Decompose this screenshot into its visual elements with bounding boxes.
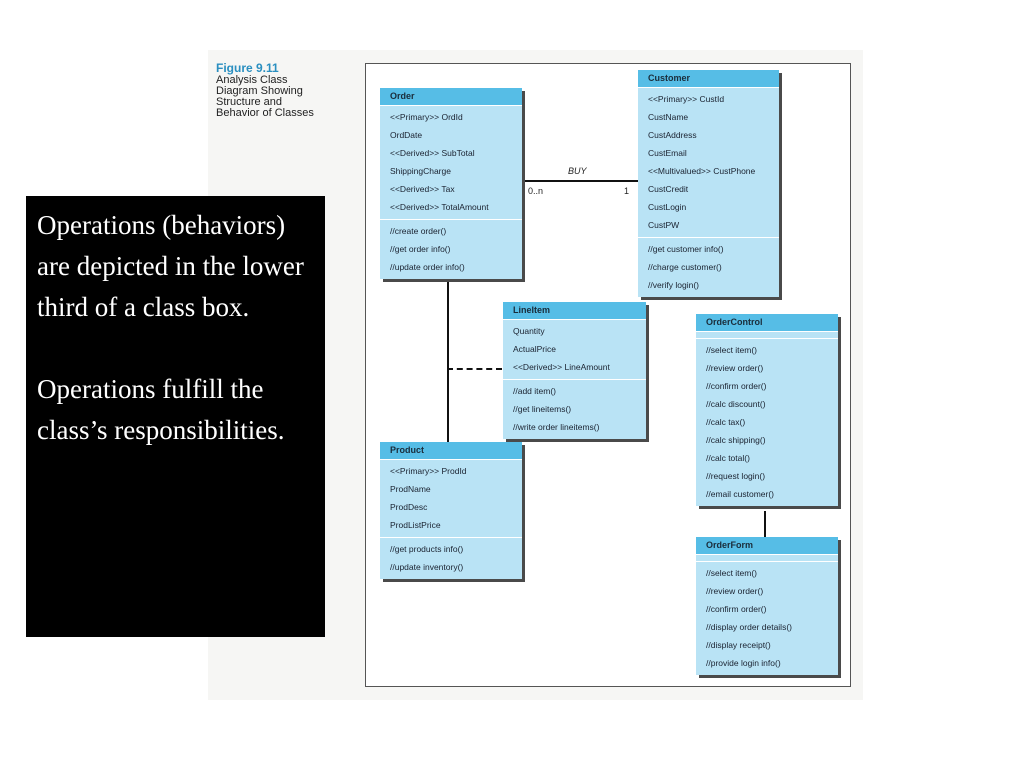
class-attributes: <<Primary>> CustId CustName CustAddress … [638, 87, 779, 237]
buy-association-line [523, 180, 639, 182]
class-lineitem: LineItem Quantity ActualPrice <<Derived>… [503, 302, 646, 439]
operation: //calc total() [706, 453, 750, 463]
class-orderform: OrderForm //select item() //review order… [696, 537, 838, 675]
operation: //update order info() [390, 262, 465, 272]
operation: //get customer info() [648, 244, 724, 254]
order-multiplicity: 0..n [528, 186, 544, 196]
operation: //add item() [513, 386, 556, 396]
attribute: CustCredit [648, 184, 689, 194]
callout-paragraph: Operations fulfill the class’s responsib… [37, 374, 285, 445]
class-attributes: <<Primary>> ProdId ProdName ProdDesc Pro… [380, 459, 522, 537]
operation: //calc shipping() [706, 435, 766, 445]
ordercontrol-orderform-line [764, 511, 766, 537]
operation: //verify login() [648, 280, 700, 290]
operation: //select item() [706, 345, 758, 355]
attribute: Quantity [513, 326, 545, 336]
operation: //get products info() [390, 544, 464, 554]
attribute: <<Primary>> OrdId [390, 112, 463, 122]
order-product-composition-line [447, 270, 449, 442]
attribute: <<Primary>> ProdId [390, 466, 467, 476]
operation: //get order info() [390, 244, 451, 254]
caption-line: Behavior of Classes [216, 107, 314, 119]
customer-multiplicity: 1 [624, 186, 630, 196]
caption-line: Analysis Class [216, 74, 288, 86]
attribute: <<Derived>> SubTotal [390, 148, 475, 158]
class-product: Product <<Primary>> ProdId ProdName Prod… [380, 442, 522, 579]
class-operations: //get products info() //update inventory… [380, 537, 522, 579]
class-operations: //select item() //review order() //confi… [696, 338, 838, 506]
operation: //write order lineitems() [513, 422, 600, 432]
operation: //review order() [706, 586, 764, 596]
operation: //select item() [706, 568, 758, 578]
caption-line: Structure and [216, 96, 283, 108]
figure-caption: Figure 9.11 Analysis Class Diagram Showi… [216, 62, 314, 119]
class-attributes [696, 331, 838, 338]
attribute: ActualPrice [513, 344, 556, 354]
class-customer: Customer <<Primary>> CustId CustName Cus… [638, 70, 779, 297]
operation: //display receipt() [706, 640, 771, 650]
operation: //update inventory() [390, 562, 464, 572]
operation: //email customer() [706, 489, 775, 499]
class-ordercontrol: OrderControl //select item() //review or… [696, 314, 838, 506]
operation: //confirm order() [706, 381, 767, 391]
class-order: Order <<Primary>> OrdId OrdDate <<Derive… [380, 88, 522, 279]
operation: //calc tax() [706, 417, 746, 427]
attribute: CustName [648, 112, 689, 122]
attribute: ShippingCharge [390, 166, 451, 176]
class-name: Customer [638, 70, 779, 87]
attribute: <<Primary>> CustId [648, 94, 725, 104]
operation: //get lineitems() [513, 404, 572, 414]
callout-paragraph: Operations (behaviors) are depicted in t… [37, 210, 304, 322]
attribute: ProdName [390, 484, 431, 494]
class-name: OrderForm [696, 537, 838, 554]
operation: //request login() [706, 471, 766, 481]
attribute: <<Multivalued>> CustPhone [648, 166, 756, 176]
operation: //confirm order() [706, 604, 767, 614]
attribute: CustEmail [648, 148, 687, 158]
attribute: CustPW [648, 220, 680, 230]
lineitem-association-class-link [447, 368, 502, 370]
attribute: <<Derived>> LineAmount [513, 362, 610, 372]
class-name: LineItem [503, 302, 646, 319]
operation: //charge customer() [648, 262, 722, 272]
attribute: ProdDesc [390, 502, 428, 512]
operation: //review order() [706, 363, 764, 373]
operation: //display order details() [706, 622, 792, 632]
class-operations: //select item() //review order() //confi… [696, 561, 838, 675]
class-attributes: <<Primary>> OrdId OrdDate <<Derived>> Su… [380, 105, 522, 219]
operation: //calc discount() [706, 399, 766, 409]
class-name: Product [380, 442, 522, 459]
attribute: <<Derived>> TotalAmount [390, 202, 489, 212]
attribute: <<Derived>> Tax [390, 184, 455, 194]
operation: //create order() [390, 226, 447, 236]
class-attributes: Quantity ActualPrice <<Derived>> LineAmo… [503, 319, 646, 379]
class-operations: //create order() //get order info() //up… [380, 219, 522, 279]
caption-line: Diagram Showing [216, 85, 303, 97]
attribute: CustLogin [648, 202, 687, 212]
association-name: BUY [568, 166, 587, 176]
callout-text-box: Operations (behaviors) are depicted in t… [26, 196, 325, 637]
attribute: CustAddress [648, 130, 697, 140]
class-operations: //get customer info() //charge customer(… [638, 237, 779, 297]
class-name: Order [380, 88, 522, 105]
operation: //provide login info() [706, 658, 781, 668]
figure-number: Figure 9.11 [216, 61, 279, 75]
attribute: OrdDate [390, 130, 423, 140]
attribute: ProdListPrice [390, 520, 441, 530]
class-attributes [696, 554, 838, 561]
class-name: OrderControl [696, 314, 838, 331]
class-operations: //add item() //get lineitems() //write o… [503, 379, 646, 439]
